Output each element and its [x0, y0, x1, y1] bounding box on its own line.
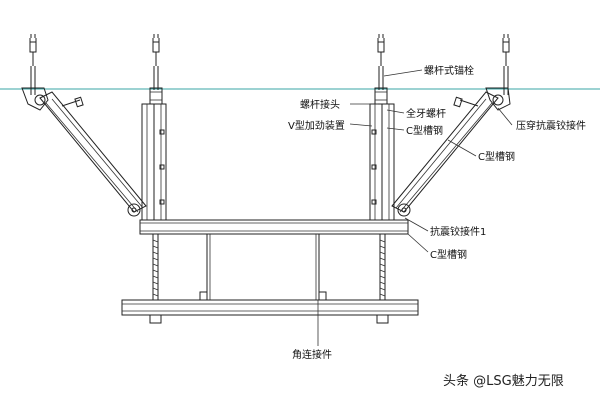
middle-support	[199, 233, 327, 301]
label-press-hinge: 压穿抗震铰接件	[516, 119, 586, 132]
leader-lines	[317, 69, 513, 346]
anchor-inner-right	[377, 34, 385, 90]
anchor-inner-left	[152, 34, 160, 90]
anchor-far-right	[502, 34, 510, 95]
label-c-channel-brace: C型槽钢	[478, 150, 515, 163]
label-corner-connector: 角连接件	[292, 348, 332, 361]
threaded-rod-left	[149, 234, 162, 324]
label-screw-anchor: 螺杆式锚栓	[424, 64, 474, 77]
threaded-rod-right	[376, 234, 389, 324]
upper-c-channel	[139, 219, 409, 235]
label-c-channel-lower: C型槽钢	[430, 248, 467, 261]
label-seismic-hinge-1: 抗震铰接件1	[430, 225, 486, 238]
left-vertical-assembly	[141, 87, 167, 221]
label-c-channel-upper: C型槽钢	[406, 124, 443, 137]
left-brace	[21, 87, 147, 217]
anchor-far-left	[29, 34, 37, 95]
watermark: 头条 @LSG魅力无限	[443, 373, 564, 389]
right-brace	[391, 87, 511, 217]
label-full-thread-rod: 全牙螺杆	[406, 107, 446, 120]
lower-c-channel	[121, 299, 419, 316]
label-v-stiffener: V型加劲装置	[288, 119, 345, 132]
right-vertical-assembly	[369, 87, 395, 221]
label-rod-joint: 螺杆接头	[300, 98, 340, 111]
